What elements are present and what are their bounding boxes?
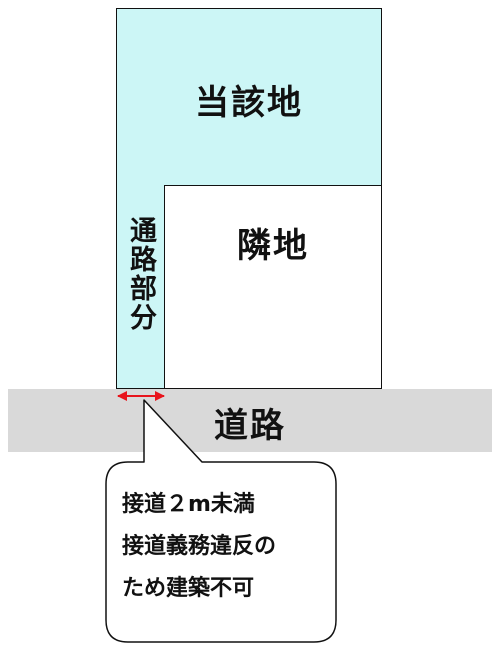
road-label: 道路 [214,406,286,446]
subject-land-label: 当該地 [195,83,303,123]
road [8,389,492,452]
callout-text: 接道２m未満 接道義務違反の ため建築不可 [122,484,332,610]
callout-line: 接道２m未満 [122,492,255,517]
callout-bubble [105,399,337,643]
callout-line: 接道義務違反の [122,534,277,559]
callout-line: ため建築不可 [122,576,255,601]
neighbor-land-label: 隣地 [237,226,309,266]
passage-label: 通路部分 [125,216,156,332]
neighbor-parcel [164,185,382,389]
